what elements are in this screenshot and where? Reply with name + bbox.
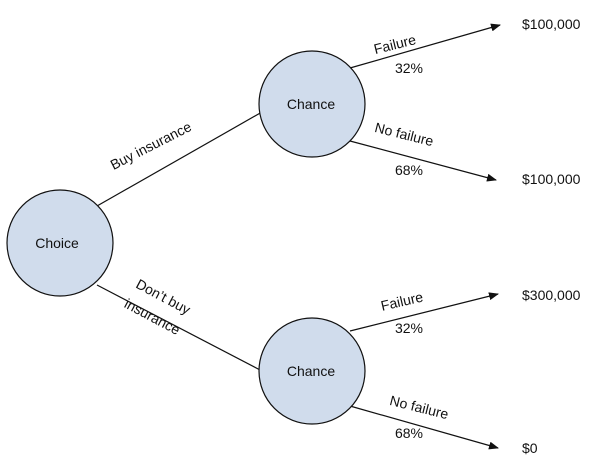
top-no-failure-label: No failure xyxy=(373,119,435,149)
bottom-no-failure-probability: 68% xyxy=(395,425,423,441)
dont-buy-insurance-edge xyxy=(96,284,263,372)
bottom-no-failure-label: No failure xyxy=(388,392,450,422)
bottom-failure-arrow xyxy=(349,292,499,332)
top-failure-arrow xyxy=(349,23,501,69)
choice-node-label: Choice xyxy=(35,235,79,251)
chance-node-bottom xyxy=(258,317,366,425)
top-no-failure-arrow xyxy=(349,140,497,182)
choice-node xyxy=(6,189,114,297)
buy-insurance-label: Buy insurance xyxy=(108,118,195,173)
chance-node-bottom-label: Chance xyxy=(287,363,335,379)
outcome-top-failure: $100,000 xyxy=(522,16,581,32)
bottom-failure-probability: 32% xyxy=(395,320,423,336)
outcome-top-no-failure: $100,000 xyxy=(522,171,581,187)
bottom-failure-label: Failure xyxy=(379,288,425,313)
top-failure-label: Failure xyxy=(372,31,418,57)
bottom-no-failure-arrow xyxy=(349,405,499,450)
top-no-failure-probability: 68% xyxy=(395,162,423,178)
chance-node-top xyxy=(258,50,366,158)
chance-node-top-label: Chance xyxy=(287,96,335,112)
top-failure-probability: 32% xyxy=(395,60,423,76)
buy-insurance-edge xyxy=(96,111,263,207)
outcome-bottom-no-failure: $0 xyxy=(522,440,538,456)
outcome-bottom-failure: $300,000 xyxy=(522,287,581,303)
